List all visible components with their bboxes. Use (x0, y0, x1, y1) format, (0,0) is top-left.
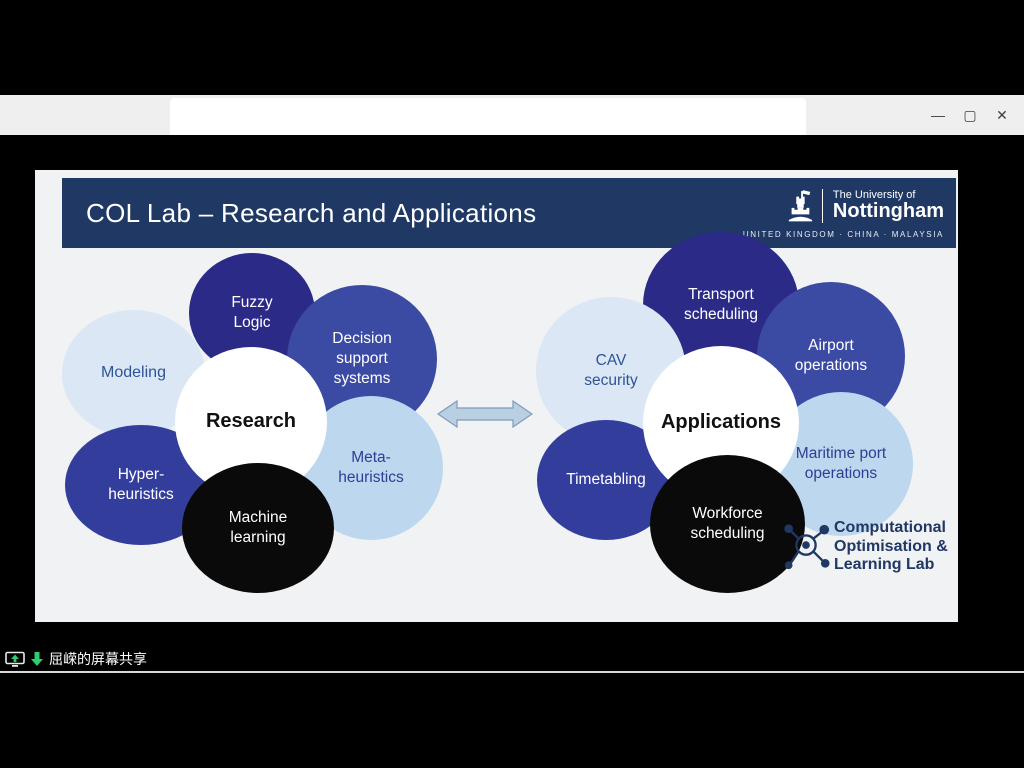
col-lab-logo-text: Computational Optimisation & Learning La… (834, 519, 948, 576)
col-lab-logo-line2: Optimisation & (834, 537, 948, 555)
bubble-transport-label: Transport scheduling (683, 286, 759, 323)
logo-divider (821, 188, 823, 223)
window-titlebar: — ▢ ✕ (0, 95, 1024, 135)
screen-share-label: 屈嵘的屏幕共享 (49, 651, 147, 667)
bubble-dss-label: Decision support systems (332, 330, 392, 387)
presentation-slide: COL Lab – Research and Applications (35, 170, 958, 622)
bubble-modeling-label: Modeling (101, 364, 166, 382)
bubble-machine-label: Machine learning (228, 509, 288, 546)
screen-share-statusbar: 屈嵘的屏幕共享 (5, 648, 147, 670)
maximize-button[interactable]: ▢ (963, 106, 977, 123)
university-logo-row: The University of Nottingham (786, 188, 944, 224)
castle-icon (788, 189, 813, 221)
slide-title: COL Lab – Research and Applications (86, 197, 537, 228)
bubble-hyper-label: Hyper-heuristics (108, 466, 174, 503)
university-name-line2: Nottingham (832, 200, 944, 223)
share-green-arrow-icon (31, 652, 43, 666)
slide-header: COL Lab – Research and Applications (62, 178, 956, 248)
university-name-block: The University of Nottingham (833, 189, 944, 223)
university-logo: The University of Nottingham UNITED KING… (743, 188, 944, 239)
bubble-applications-label: Applications (660, 411, 781, 434)
bubble-machine-learning: Machine learning (182, 463, 334, 593)
close-button[interactable]: ✕ (996, 106, 1008, 123)
col-lab-logo: Computational Optimisation & Learning La… (781, 518, 948, 576)
col-lab-logo-line3: Learning Lab (834, 556, 935, 574)
bubble-cav-label: CAV security (584, 352, 638, 389)
bubble-research-label: Research (205, 410, 297, 433)
bubble-fuzzy-logic-label: Fuzzy Logic (231, 294, 273, 331)
bubble-workforce-scheduling: Workforce scheduling (650, 455, 805, 593)
window-controls: — ▢ ✕ (922, 95, 1018, 135)
shared-screen-area: COL Lab – Research and Applications (0, 135, 1024, 672)
col-lab-molecule-icon (784, 524, 830, 570)
bubble-airport-label: Airport operations (794, 337, 868, 374)
col-lab-logo-line1: Computational (834, 518, 946, 536)
titlebar-highlight (170, 98, 806, 135)
university-countries: UNITED KINGDOM · CHINA · MALAYSIA (742, 229, 944, 239)
window-bottom-border (0, 671, 1024, 673)
screen-share-monitor-icon (5, 651, 25, 667)
university-name-line1: The University of (832, 188, 916, 201)
minimize-button[interactable]: — (931, 107, 945, 123)
bubble-workforce-label: Workforce scheduling (690, 505, 765, 542)
double-arrow-icon (437, 399, 533, 429)
bubble-meta-label: Meta-heuristics (338, 449, 404, 486)
bubble-timetabling-label: Timetabling (566, 471, 646, 489)
bubble-maritime-label: Maritime port operations (795, 445, 887, 482)
